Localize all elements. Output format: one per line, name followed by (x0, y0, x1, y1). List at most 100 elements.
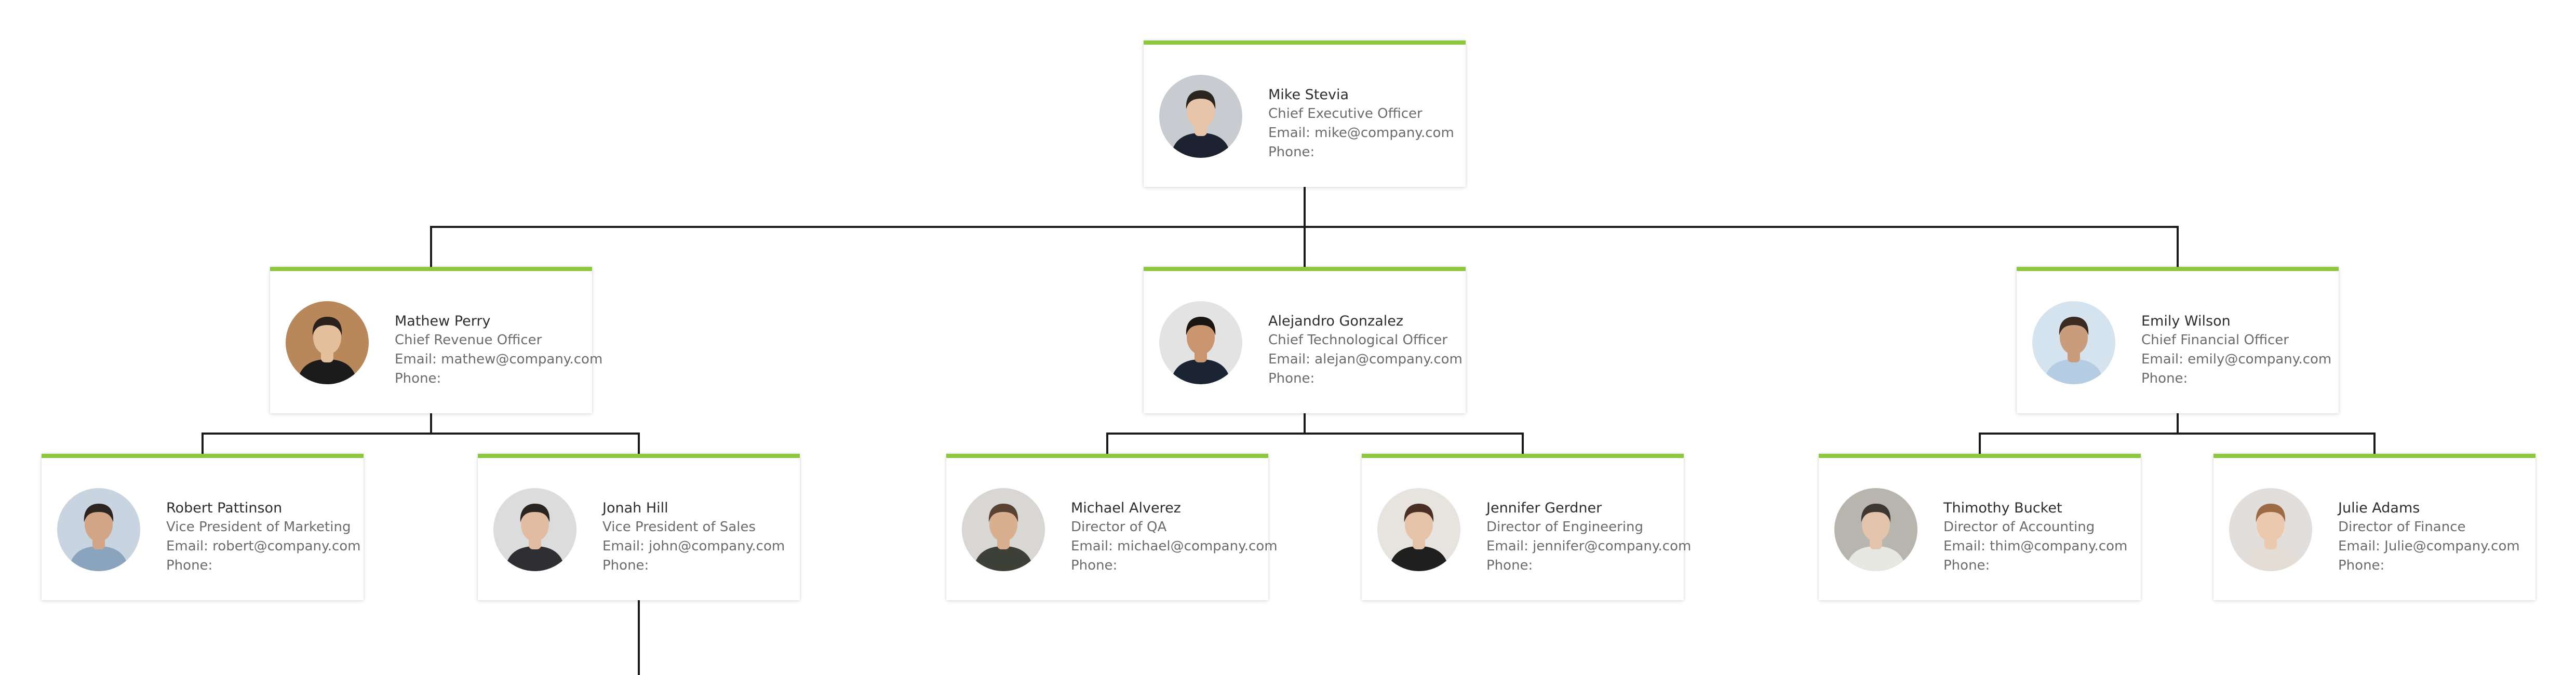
phone-label: Phone: (1943, 558, 1990, 573)
avatar-mathew-perry (286, 301, 369, 384)
email-row: Email: emily@company.com (2141, 350, 2359, 369)
card-info: Jennifer Gerdner Director of Engineering… (1486, 498, 1705, 575)
phone-label: Phone: (2141, 371, 2188, 386)
email-row: Email: thim@company.com (1943, 537, 2162, 556)
phone-row: Phone: (395, 369, 613, 388)
email-label: Email: (1486, 538, 1528, 554)
card-robert-pattinson[interactable]: Robert Pattinson Vice President of Marke… (42, 454, 364, 600)
email-value[interactable]: thim@company.com (1990, 538, 2128, 554)
connector-cro-vpm (202, 413, 432, 454)
card-thimothy-bucket[interactable]: Thimothy Bucket Director of Accounting E… (1819, 454, 2141, 600)
connector-ceo-cfo (1304, 187, 2179, 267)
email-row: Email: mike@company.com (1268, 124, 1486, 143)
card-michael-alverez[interactable]: Michael Alverez Director of QA Email: mi… (946, 454, 1278, 600)
email-row: Email: mathew@company.com (395, 350, 613, 369)
email-value[interactable]: john@company.com (649, 538, 785, 554)
card-info: Alejandro Gonzalez Chief Technological O… (1268, 312, 1486, 388)
card-jennifer-gerdner[interactable]: Jennifer Gerdner Director of Engineering… (1362, 454, 1691, 600)
phone-row: Phone: (602, 556, 821, 575)
email-label: Email: (395, 352, 437, 367)
person-name: Emily Wilson (2141, 313, 2231, 329)
card-info: Robert Pattinson Vice President of Marke… (166, 498, 384, 575)
connector-ceo-cro (430, 187, 1306, 267)
email-label: Email: (1268, 125, 1310, 141)
person-name: Jonah Hill (602, 500, 668, 516)
email-value[interactable]: mike@company.com (1314, 125, 1454, 141)
card-julie-adams[interactable]: Julie Adams Director of Finance Email: J… (2213, 454, 2535, 600)
phone-label: Phone: (1071, 558, 1118, 573)
connector-cro-vps (430, 413, 640, 454)
avatar-mike-stevia (1159, 75, 1242, 158)
email-value[interactable]: robert@company.com (212, 538, 361, 554)
card-mike-stevia[interactable]: Mike Stevia Chief Executive Officer Emai… (1144, 40, 1466, 187)
email-label: Email: (602, 538, 645, 554)
person-name: Mike Stevia (1268, 87, 1349, 103)
avatar-jonah-hill (493, 488, 576, 571)
phone-label: Phone: (1268, 144, 1315, 160)
email-label: Email: (2338, 538, 2380, 554)
avatar-michael-alverez (962, 488, 1045, 571)
person-name: Michael Alverez (1071, 500, 1181, 516)
connector-cto-qa (1106, 413, 1306, 454)
person-title: Director of Accounting (1943, 519, 2095, 535)
email-row: Email: Julie@company.com (2338, 537, 2556, 556)
email-value[interactable]: emily@company.com (2188, 352, 2332, 367)
card-jonah-hill[interactable]: Jonah Hill Vice President of Sales Email… (478, 454, 800, 600)
phone-label: Phone: (1268, 371, 1315, 386)
email-row: Email: alejan@company.com (1268, 350, 1486, 369)
email-value[interactable]: alejan@company.com (1314, 352, 1463, 367)
person-title: Director of Finance (2338, 519, 2466, 535)
connector-cfo-fin (2177, 413, 2376, 454)
person-name: Robert Pattinson (166, 500, 283, 516)
person-title: Chief Financial Officer (2141, 332, 2289, 348)
avatar-thimothy-bucket (1834, 488, 1917, 571)
email-row: Email: jennifer@company.com (1486, 537, 1705, 556)
phone-label: Phone: (1486, 558, 1533, 573)
card-emily-wilson[interactable]: Emily Wilson Chief Financial Officer Ema… (2017, 267, 2339, 413)
person-title: Director of Engineering (1486, 519, 1644, 535)
phone-row: Phone: (166, 556, 384, 575)
card-alejandro-gonzalez[interactable]: Alejandro Gonzalez Chief Technological O… (1144, 267, 1466, 413)
avatar-robert-pattinson (57, 488, 140, 571)
card-info: Thimothy Bucket Director of Accounting E… (1943, 498, 2162, 575)
phone-label: Phone: (2338, 558, 2385, 573)
person-title: Vice President of Marketing (166, 519, 351, 535)
connector-cto-eng (1304, 413, 1524, 454)
card-info: Julie Adams Director of Finance Email: J… (2338, 498, 2556, 575)
person-name: Mathew Perry (395, 313, 491, 329)
email-label: Email: (166, 538, 208, 554)
person-name: Alejandro Gonzalez (1268, 313, 1404, 329)
email-row: Email: michael@company.com (1071, 537, 1289, 556)
person-title: Chief Executive Officer (1268, 106, 1423, 122)
avatar-julie-adams (2229, 488, 2312, 571)
card-info: Mike Stevia Chief Executive Officer Emai… (1268, 85, 1486, 162)
phone-row: Phone: (1268, 369, 1486, 388)
email-label: Email: (1268, 352, 1310, 367)
email-row: Email: robert@company.com (166, 537, 384, 556)
person-title: Chief Revenue Officer (395, 332, 542, 348)
connector-cfo-acc (1979, 413, 2179, 454)
phone-label: Phone: (602, 558, 649, 573)
email-label: Email: (2141, 352, 2183, 367)
phone-row: Phone: (1943, 556, 2162, 575)
email-value[interactable]: michael@company.com (1117, 538, 1278, 554)
person-title: Director of QA (1071, 519, 1167, 535)
email-value[interactable]: jennifer@company.com (1533, 538, 1692, 554)
email-value[interactable]: mathew@company.com (441, 352, 603, 367)
card-info: Emily Wilson Chief Financial Officer Ema… (2141, 312, 2359, 388)
email-label: Email: (1071, 538, 1113, 554)
phone-row: Phone: (1486, 556, 1705, 575)
card-mathew-perry[interactable]: Mathew Perry Chief Revenue Officer Email… (270, 267, 602, 413)
email-value[interactable]: Julie@company.com (2384, 538, 2520, 554)
phone-row: Phone: (2141, 369, 2359, 388)
person-name: Jennifer Gerdner (1486, 500, 1602, 516)
person-name: Thimothy Bucket (1943, 500, 2062, 516)
person-title: Chief Technological Officer (1268, 332, 1448, 348)
phone-label: Phone: (166, 558, 213, 573)
card-info: Michael Alverez Director of QA Email: mi… (1071, 498, 1289, 575)
card-info: Mathew Perry Chief Revenue Officer Email… (395, 312, 613, 388)
phone-label: Phone: (395, 371, 441, 386)
phone-row: Phone: (1071, 556, 1289, 575)
